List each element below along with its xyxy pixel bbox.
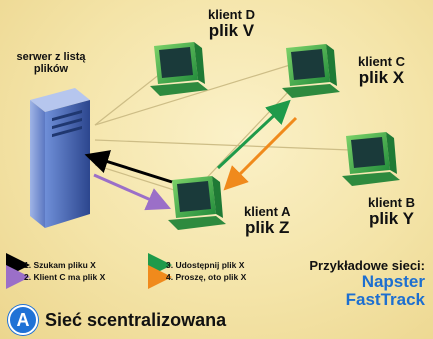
computer-b-icon: [342, 132, 400, 186]
computer-c-icon: [282, 44, 340, 98]
arrow-3-share: [216, 99, 291, 170]
diagram-title: Sieć scentralizowana: [45, 309, 227, 330]
legend-item-3: 3. Udostępnij plik X: [166, 260, 245, 270]
client-b-name: klient B: [368, 195, 415, 210]
arrow-4-here-file: [223, 116, 298, 191]
link-server-b: [94, 139, 351, 151]
legend-item-2: 2. Klient C ma plik X: [24, 272, 106, 282]
client-a-name: klient A: [244, 204, 291, 219]
network-fasttrack: FastTrack: [345, 289, 425, 309]
legend-item-1: 1. Szukam pliku X: [24, 260, 96, 270]
arrow-1-search: [84, 150, 173, 184]
client-d-label: klient D plik V: [208, 8, 255, 39]
client-b-label: klient B plik Y: [368, 196, 415, 227]
server-label: serwer z listą plików: [16, 51, 86, 75]
client-d-file: plik V: [208, 20, 255, 40]
example-networks-heading: Przykładowe sieci:: [309, 258, 425, 273]
computer-a-icon: [168, 176, 226, 230]
arrow-2-client-c-has: [93, 173, 171, 211]
link-server-c: [94, 64, 291, 126]
legend-swatches: [6, 253, 172, 289]
client-c-label: klient C plik X: [358, 55, 405, 86]
server-icon: [30, 88, 90, 228]
network-napster: Napster: [361, 272, 425, 291]
legend-item-4: 4. Proszę, oto plik X: [166, 272, 247, 282]
connection-lines: [94, 64, 351, 196]
client-a-file: plik Z: [245, 217, 290, 237]
section-badge: A: [8, 305, 38, 335]
computer-d-icon: [150, 42, 208, 96]
client-c-file: plik X: [358, 67, 405, 87]
link-server-d: [94, 69, 166, 126]
diagram-footer: A Sieć scentralizowana: [8, 305, 226, 335]
client-b-file: plik Y: [368, 208, 414, 228]
client-d-name: klient D: [208, 7, 255, 22]
example-networks: Przykładowe sieci: Napster FastTrack: [309, 258, 425, 309]
client-c-name: klient C: [358, 54, 405, 69]
client-a-label: klient A plik Z: [244, 205, 290, 236]
